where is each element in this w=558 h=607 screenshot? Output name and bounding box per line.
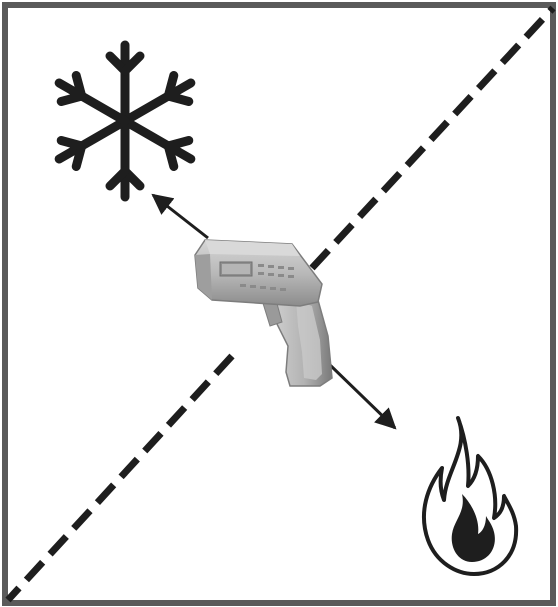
diagram-figure <box>0 0 558 607</box>
